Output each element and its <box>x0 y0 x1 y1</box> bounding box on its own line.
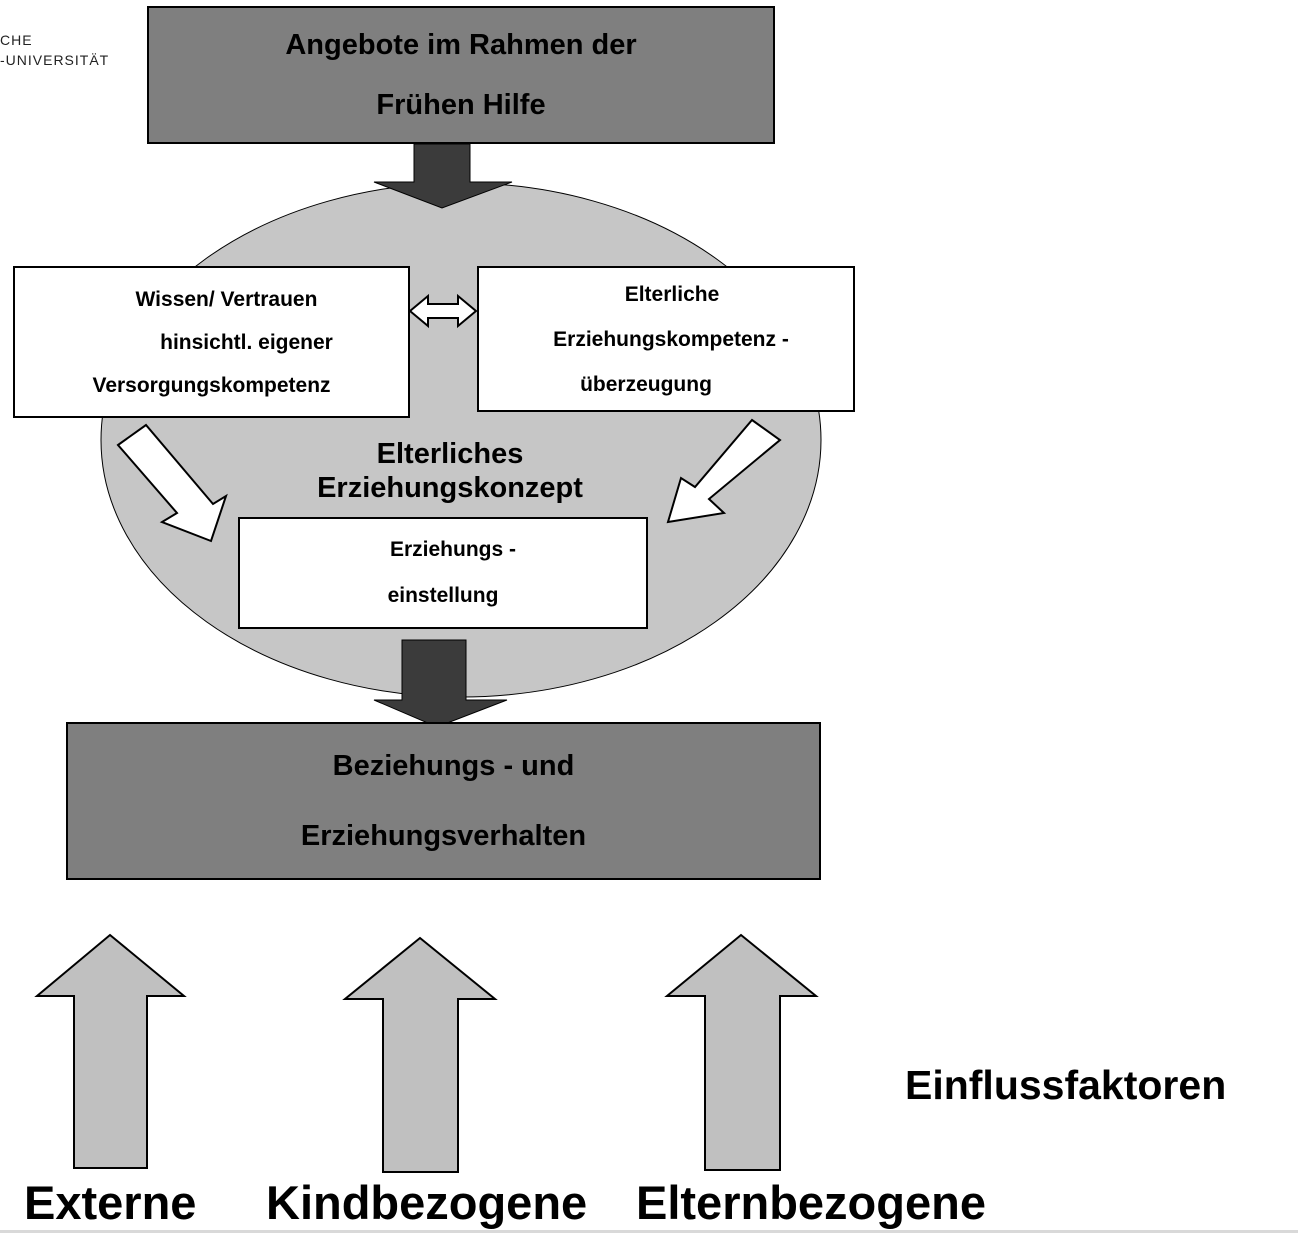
top-box-line-2: Frühen Hilfe <box>376 89 546 121</box>
down-arrow-top <box>373 143 513 209</box>
logo-line-2: -UNIVERSITÄT <box>0 52 110 68</box>
bottom-box-line-1: Beziehungs - und <box>332 750 575 782</box>
logo-line-1: CHE <box>0 32 33 48</box>
ellipse-label-line-2: Erziehungskonzept <box>317 472 583 504</box>
top-box-line-1: Angebote im Rahmen der <box>285 29 637 61</box>
center-box: Erziehungs - einstellung <box>238 517 648 629</box>
ellipse-label-line-1: Elterliches <box>376 438 524 470</box>
factor-label-kindbezogene: Kindbezogene <box>266 1176 588 1229</box>
university-logo: CHE -UNIVERSITÄT <box>0 30 109 70</box>
center-box-line-1: Erziehungs - <box>389 538 516 561</box>
left-box-line-3: Versorgungskompetenz <box>92 373 331 397</box>
bottom-box: Beziehungs - und Erziehungsverhalten <box>66 722 821 880</box>
right-box: Elterliche Erziehungskompetenz - überzeu… <box>477 266 855 412</box>
up-arrow-kindbezogene <box>342 936 498 1173</box>
diagonal-arrow-right <box>666 418 782 524</box>
left-box-line-2: hinsichtl. eigener <box>160 330 333 354</box>
right-box-line-1: Elterliche <box>624 282 720 306</box>
up-arrow-elternbezogene <box>664 933 819 1171</box>
bottom-box-line-2: Erziehungsverhalten <box>300 820 587 852</box>
factor-label-externe: Externe <box>24 1176 197 1229</box>
ellipse-label: Elterliches Erziehungskonzept <box>290 437 610 505</box>
left-box-line-1: Wissen/ Vertrauen <box>135 287 318 311</box>
center-box-line-2: einstellung <box>387 584 499 607</box>
right-box-line-3: überzeugung <box>580 372 712 396</box>
right-box-line-2: Erziehungskompetenz - <box>553 327 789 351</box>
influence-factors-label: Einflussfaktoren <box>905 1062 1227 1108</box>
double-arrow <box>408 293 478 329</box>
diagonal-arrow-left <box>116 423 228 543</box>
up-arrow-externe <box>34 933 187 1169</box>
top-box: Angebote im Rahmen der Frühen Hilfe <box>147 6 775 144</box>
footer-divider <box>0 1230 1298 1233</box>
factor-label-elternbezogene: Elternbezogene <box>636 1176 986 1229</box>
left-box: Wissen/ Vertrauen hinsichtl. eigener Ver… <box>13 266 410 418</box>
down-arrow-bottom <box>373 639 508 728</box>
